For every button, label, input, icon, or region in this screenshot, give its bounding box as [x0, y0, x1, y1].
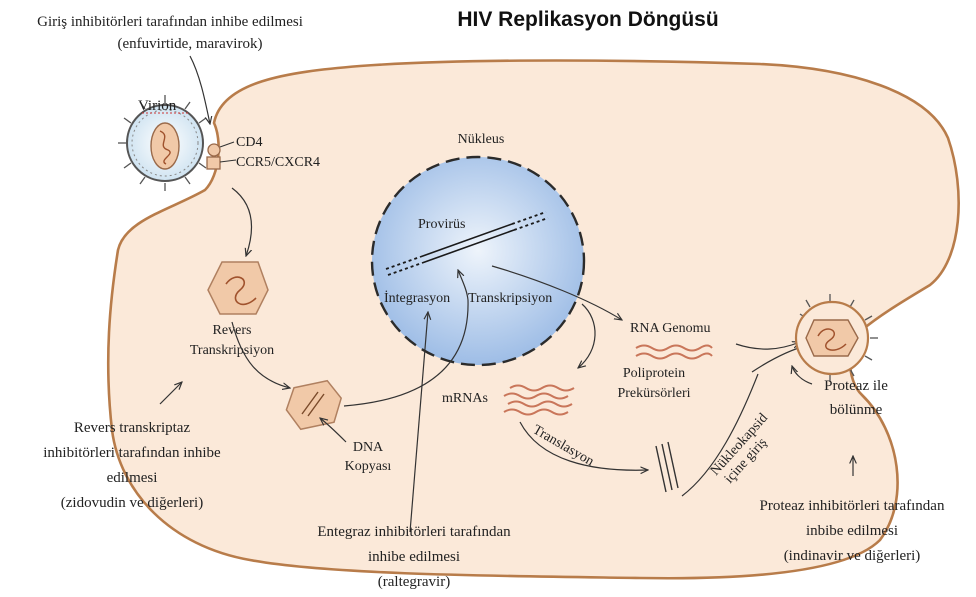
- mrnas-label: mRNAs: [442, 391, 488, 406]
- nucleus-label: Nükleus: [458, 132, 505, 147]
- virion-label: Virion: [138, 98, 177, 114]
- integrase-inhibitors-line2: inhibe edilmesi: [368, 549, 460, 565]
- dna-copy-line1: DNA: [353, 440, 384, 455]
- cd4-label: CD4: [236, 135, 262, 150]
- reverse-transcription-line1: Revers: [213, 323, 252, 338]
- integrase-inhibitors-line3: (raltegravir): [378, 574, 450, 590]
- cd4-receptor-icon: [208, 144, 220, 156]
- rt-inhibitors-line2: inhibitörleri tarafından inhibe: [43, 445, 221, 461]
- entry-inhibitor-arrow: [190, 56, 210, 124]
- nucleus: [372, 157, 584, 365]
- diagram-title: HIV Replikasyon Döngüsü: [457, 8, 718, 31]
- rt-inhibitors-line1: Revers transkriptaz: [74, 420, 191, 436]
- reverse-transcription-line2: Transkripsiyon: [190, 343, 274, 358]
- polyprotein-line2: Prekürsörleri: [617, 386, 690, 401]
- integration-label: İntegrasyon: [384, 290, 450, 306]
- ccr5-cxcr4-label: CCR5/CXCR4: [236, 155, 320, 170]
- protease-inhibitors-line2: inbibe edilmesi: [806, 523, 898, 539]
- transcription-label: Transkripsiyon: [468, 291, 552, 306]
- entry-inhibitors-line2: (enfuvirtide, maravirok): [118, 36, 263, 52]
- rt-inhibitors-line4: (zidovudin ve diğerleri): [61, 495, 203, 511]
- protease-inhibitors-line1: Proteaz inhibitörleri tarafından: [760, 498, 945, 514]
- ccr5-receptor-icon: [207, 157, 220, 169]
- rt-inhibitors-line3: edilmesi: [107, 470, 158, 486]
- protease-inhibitors-line3: (indinavir ve diğerleri): [784, 548, 921, 564]
- dna-copy-line2: Kopyası: [345, 459, 392, 474]
- protease-cleavage-line1: Proteaz ile: [824, 378, 888, 394]
- provirus-label: Provirüs: [418, 217, 465, 232]
- rna-genome-label: RNA Genomu: [630, 321, 711, 336]
- entry-inhibitors-line1: Giriş inhibitörleri tarafından inhibe ed…: [37, 14, 303, 30]
- protease-cleavage-line2: bölünme: [830, 402, 883, 418]
- polyprotein-line1: Poliprotein: [623, 366, 685, 381]
- integrase-inhibitors-line1: Entegraz inhibitörleri tarafından: [317, 524, 511, 540]
